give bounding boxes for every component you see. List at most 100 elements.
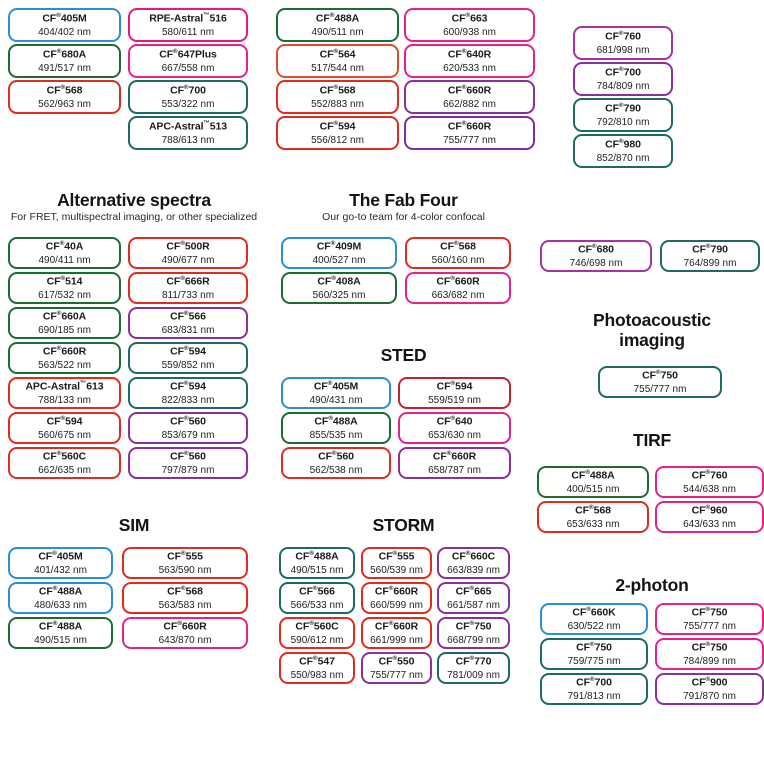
dye-wavelengths: 490/515 nm bbox=[34, 634, 87, 646]
dye-wavelengths: 550/983 nm bbox=[290, 669, 344, 681]
trademark-mark: ® bbox=[392, 655, 398, 663]
trademark-mark: ® bbox=[461, 120, 467, 128]
dye-number: 568 bbox=[458, 240, 476, 253]
dye-wavelengths: 792/810 nm bbox=[596, 116, 650, 128]
dye-name: CF®560C bbox=[42, 450, 87, 463]
dye-name: CF®550 bbox=[378, 655, 415, 668]
dye-name: CF®560 bbox=[318, 450, 354, 463]
dye-name: CF®568 bbox=[440, 240, 476, 253]
dye-number: 594 bbox=[455, 380, 473, 393]
trademark-mark: ® bbox=[450, 380, 456, 388]
trademark-mark: ® bbox=[183, 84, 189, 92]
trademark-mark: ® bbox=[331, 275, 336, 283]
dye-number: 790 bbox=[623, 102, 641, 115]
trademark-mark: ® bbox=[180, 585, 186, 593]
section-title-sim: SIM bbox=[118, 515, 150, 535]
dye-wavelengths: 563/590 nm bbox=[158, 564, 212, 576]
dye-number: 613 bbox=[86, 380, 104, 393]
dye-name: CF®500R bbox=[166, 240, 210, 253]
dye-wavelengths: 788/133 nm bbox=[38, 394, 91, 406]
trademark-mark: ® bbox=[60, 415, 66, 423]
dye-wavelengths: 852/870 nm bbox=[596, 152, 650, 164]
dye-name: CF®594 bbox=[170, 345, 206, 358]
dye-wavelengths: 853/679 nm bbox=[161, 429, 215, 441]
dye-number: 750 bbox=[710, 606, 728, 619]
